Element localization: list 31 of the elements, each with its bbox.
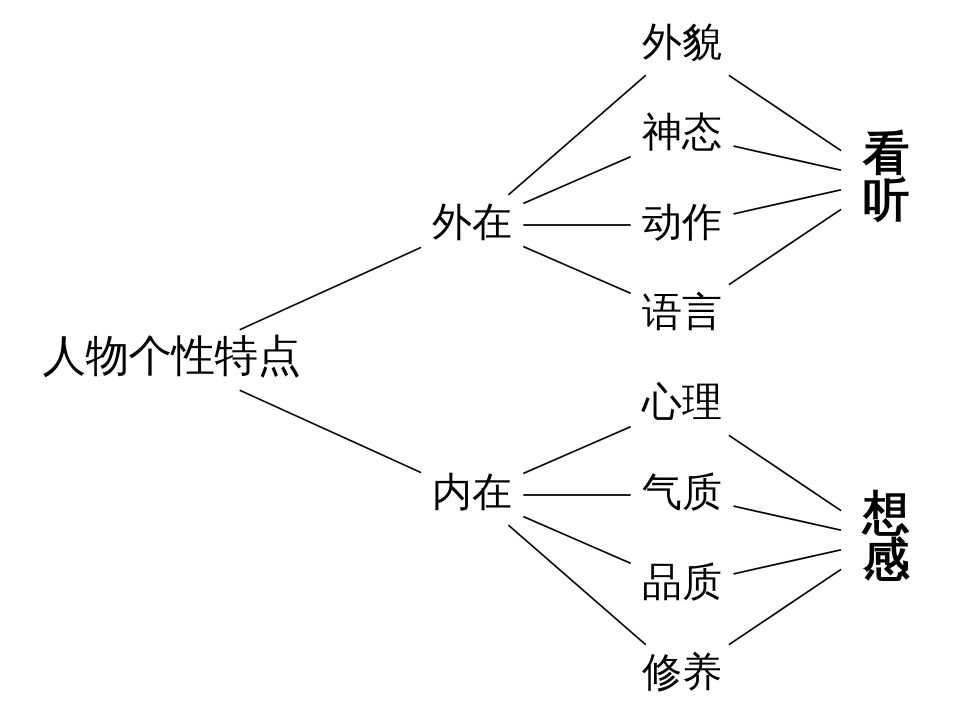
node-text: 外在	[432, 199, 512, 246]
connector	[522, 156, 631, 204]
connector	[732, 548, 841, 575]
node-text: 品质	[642, 559, 722, 606]
node-text: 人物个性特点	[42, 332, 300, 382]
node-text: 修养	[642, 649, 722, 696]
connector	[507, 524, 646, 646]
connector	[238, 246, 421, 330]
node-text: 气质	[642, 469, 722, 516]
node-text: 动作	[642, 199, 722, 246]
connector	[728, 568, 842, 646]
node-text: 看 听	[862, 126, 910, 228]
connector	[522, 516, 631, 564]
node-text: 神态	[642, 109, 722, 156]
connector	[522, 494, 630, 496]
connector	[732, 188, 841, 215]
connector	[238, 390, 421, 474]
node-text: 语言	[642, 289, 722, 336]
connector	[522, 224, 630, 226]
node-text: 想 感	[862, 486, 910, 588]
connector	[732, 505, 841, 532]
node-text: 内在	[432, 469, 512, 516]
connector	[507, 74, 646, 196]
node-text: 心理	[642, 379, 722, 426]
connector	[732, 145, 841, 172]
connector	[522, 246, 631, 294]
connector	[522, 426, 631, 474]
connector	[728, 434, 842, 512]
node-text: 外貌	[642, 19, 722, 66]
connector	[728, 74, 842, 152]
connector	[728, 208, 842, 286]
